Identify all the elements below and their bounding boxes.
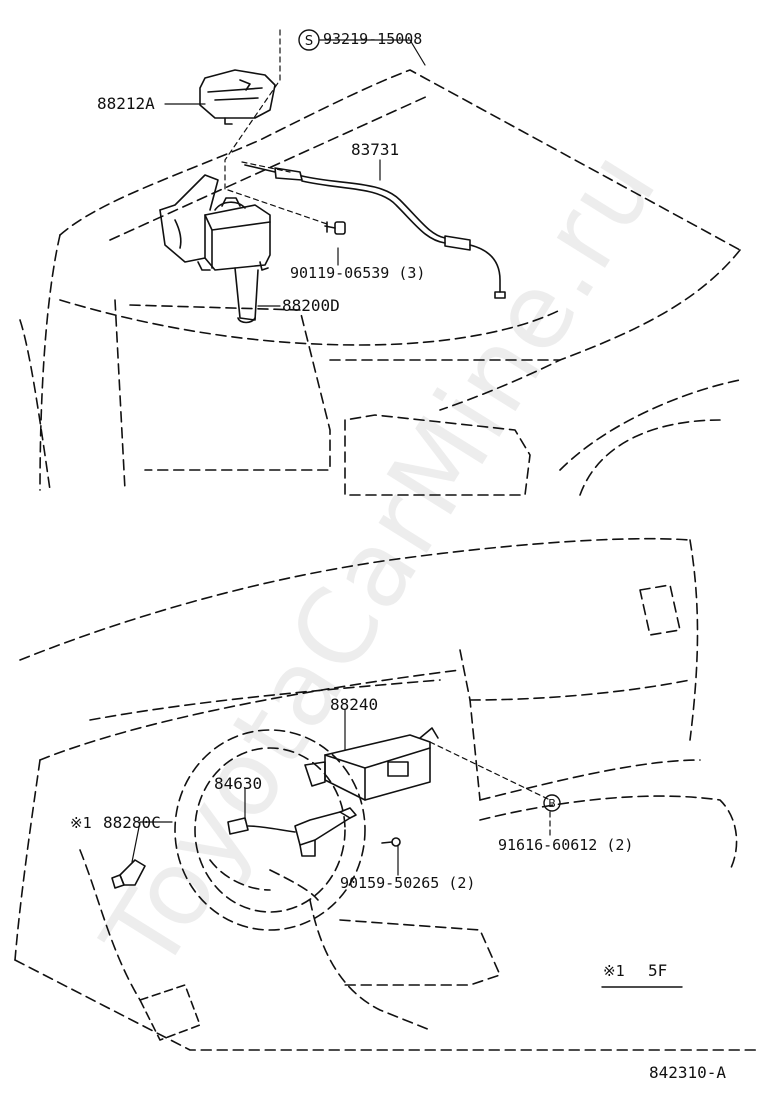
leader-lines-top: [164, 39, 426, 307]
circle-b-callout: [543, 794, 561, 812]
screw-90159: [381, 837, 401, 847]
actuator-cover-88212A: [199, 69, 276, 125]
label-90119-06539: 90119-06539 (3): [290, 264, 426, 282]
label-90159-50265: 90159-50265 (2): [340, 874, 476, 892]
bolt-90119: [324, 221, 346, 235]
reference-lines-top: [224, 29, 331, 226]
cable-83731: [244, 164, 506, 299]
label-88280C: 88280C: [103, 813, 161, 832]
label-93219-15008: 93219-15008: [323, 30, 423, 48]
legend-value: 5F: [648, 961, 668, 980]
sensor-88280C: [111, 859, 146, 889]
steering-wheel: [174, 729, 366, 931]
figure-code: 842310-A: [649, 1063, 727, 1082]
label-note-mark: ※1: [70, 814, 92, 832]
label-91616-60612: 91616-60612 (2): [498, 836, 634, 854]
hood-outline: [19, 69, 741, 496]
module-88240: [304, 727, 439, 801]
label-88240: 88240: [330, 695, 379, 714]
circle-s-letter: S: [305, 34, 313, 49]
legend-mark: ※1: [603, 962, 625, 980]
switch-84630: [227, 807, 357, 857]
label-83731: 83731: [351, 140, 400, 159]
circle-b-letter: B: [548, 797, 556, 810]
reference-lines-bottom: [429, 741, 551, 839]
label-84630: 84630: [214, 774, 263, 793]
actuator-88200D: [159, 174, 271, 324]
label-88212A: 88212A: [97, 94, 155, 113]
label-88200D: 88200D: [282, 296, 340, 315]
pedal: [139, 984, 201, 1041]
leader-lines-bottom: [131, 709, 399, 876]
circle-s-callout: [298, 29, 320, 51]
